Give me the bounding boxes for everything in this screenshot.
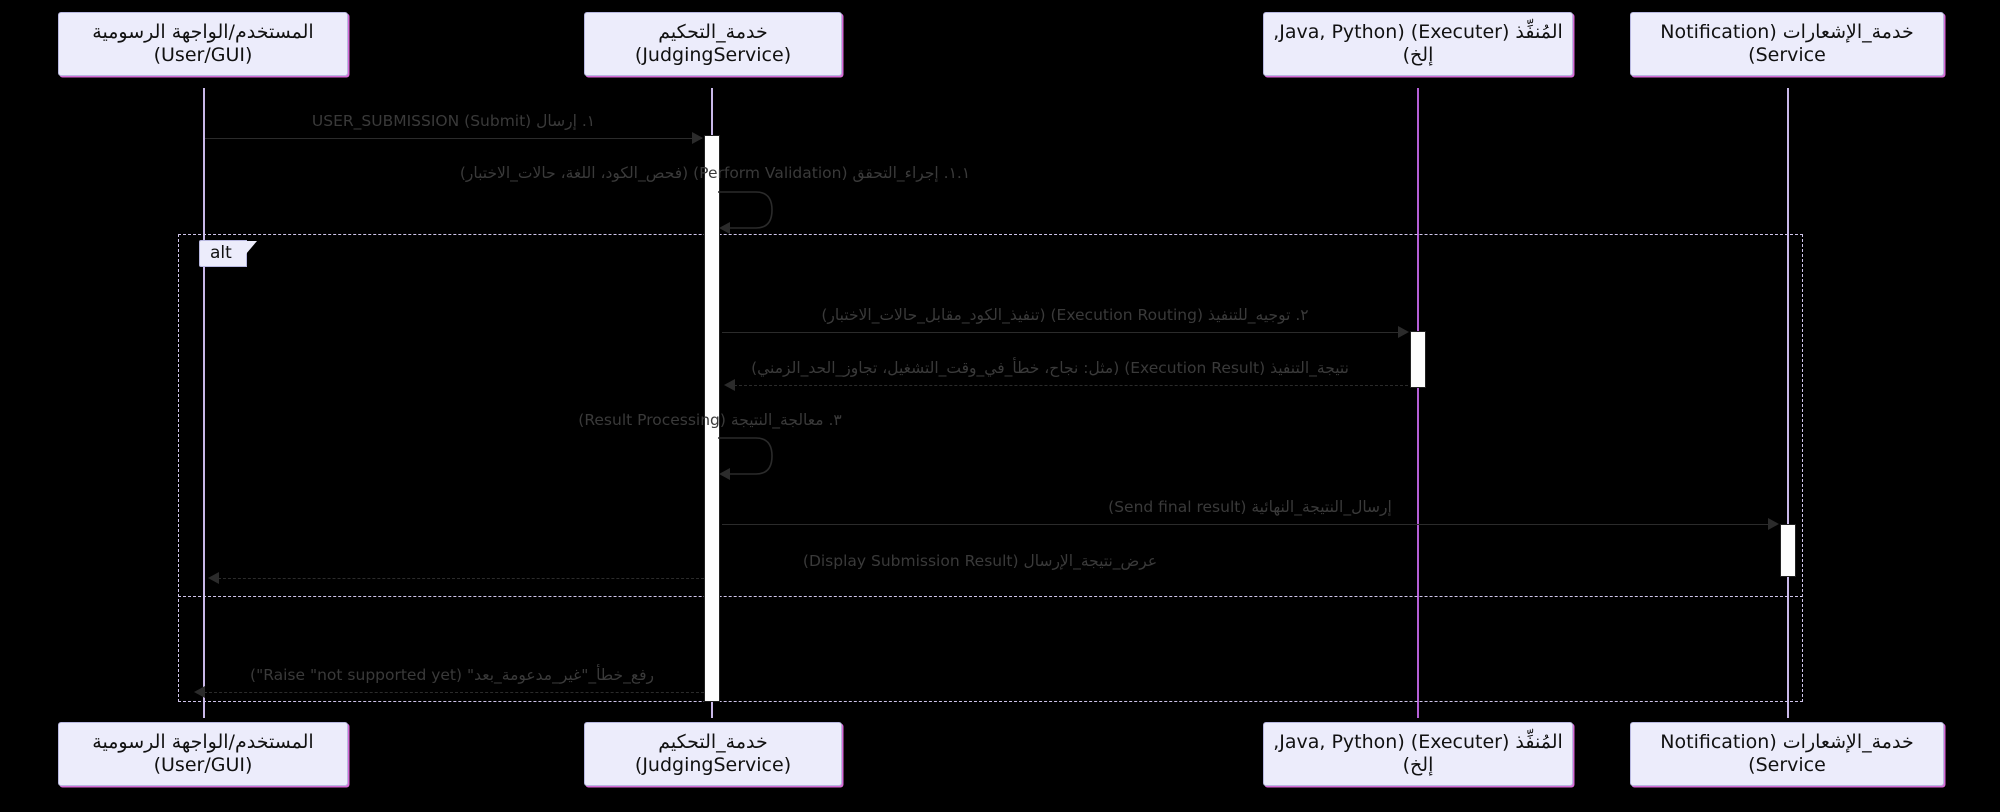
activation-executer (1410, 331, 1426, 388)
participant-judging-label-bottom: خدمة_التحكيم (JudgingService) (634, 731, 792, 776)
message-label-m4: نتيجة_التنفيذ (Execution Result) (مثل: ن… (751, 359, 1349, 377)
message-arrow-m5 (719, 468, 730, 480)
participant-notification-label-bottom: خدمة_الإشعارات (Notification Service) (1660, 731, 1914, 776)
message-arrow-m4 (724, 379, 735, 391)
alt-fragment (178, 234, 1803, 702)
participant-user-label: المستخدم/الواجهة الرسومية (User/GUI) (92, 21, 314, 66)
message-line-m6 (722, 524, 1776, 525)
message-arrow-m3 (1398, 326, 1409, 338)
message-selfloop-m5 (718, 437, 773, 475)
participant-executer-top[interactable]: المُنفِّذ (Executer) (Java, Python, إلخ) (1263, 12, 1573, 76)
lifeline-executer (1417, 88, 1419, 718)
message-arrow-m1 (692, 132, 703, 144)
message-line-m4 (734, 385, 1408, 386)
message-arrow-m2 (719, 222, 730, 234)
participant-notification-bottom[interactable]: خدمة_الإشعارات (Notification Service) (1630, 722, 1944, 786)
message-line-m3 (722, 332, 1406, 333)
activation-notification (1780, 524, 1796, 577)
participant-judging-top[interactable]: خدمة_التحكيم (JudgingService) (584, 12, 842, 76)
message-selfloop-m2 (718, 191, 773, 229)
activation-judging (704, 135, 720, 702)
message-label-m3: ٢. توجيه_للتنفيذ (Execution Routing) (تن… (821, 306, 1309, 324)
message-label-m2: ١.١. إجراء_التحقق (Perform Validation) (… (459, 164, 971, 182)
message-label-m8: رفع_خطأ_"غير_مدعومة_بعد" (Raise "not sup… (250, 666, 654, 684)
participant-user-top[interactable]: المستخدم/الواجهة الرسومية (User/GUI) (58, 12, 348, 76)
message-arrow-m7 (208, 572, 219, 584)
participant-executer-bottom[interactable]: المُنفِّذ (Executer) (Java, Python, إلخ) (1263, 722, 1573, 786)
alt-fragment-divider (178, 596, 1803, 597)
lifeline-notification (1787, 88, 1789, 718)
participant-notification-label: خدمة_الإشعارات (Notification Service) (1660, 21, 1914, 66)
participant-user-bottom[interactable]: المستخدم/الواجهة الرسومية (User/GUI) (58, 722, 348, 786)
message-line-m8 (204, 692, 704, 693)
lifeline-user (203, 88, 205, 718)
message-arrow-m6 (1768, 518, 1779, 530)
message-line-m1 (205, 138, 702, 139)
participant-executer-label-bottom: المُنفِّذ (Executer) (Java, Python, إلخ) (1273, 731, 1563, 776)
message-label-m6: إرسال_النتيجة_النهائية (Send final resul… (1108, 498, 1392, 516)
participant-judging-bottom[interactable]: خدمة_التحكيم (JudgingService) (584, 722, 842, 786)
message-label-m7: عرض_نتيجة_الإرسال (Display Submission Re… (802, 552, 1158, 570)
participant-judging-label: خدمة_التحكيم (JudgingService) (634, 21, 792, 66)
alt-fragment-label: alt (199, 240, 257, 267)
message-label-m1: ١. إرسال (Submit) USER_SUBMISSION (311, 112, 596, 130)
participant-notification-top[interactable]: خدمة_الإشعارات (Notification Service) (1630, 12, 1944, 76)
participant-executer-label: المُنفِّذ (Executer) (Java, Python, إلخ) (1273, 21, 1563, 66)
message-label-m5: ٣. معالجة_النتيجة (Result Processing) (578, 411, 842, 429)
participant-user-label-bottom: المستخدم/الواجهة الرسومية (User/GUI) (92, 731, 314, 776)
message-line-m7 (218, 578, 704, 579)
message-arrow-m8 (194, 686, 205, 698)
alt-fragment-label-text: alt (210, 243, 232, 263)
